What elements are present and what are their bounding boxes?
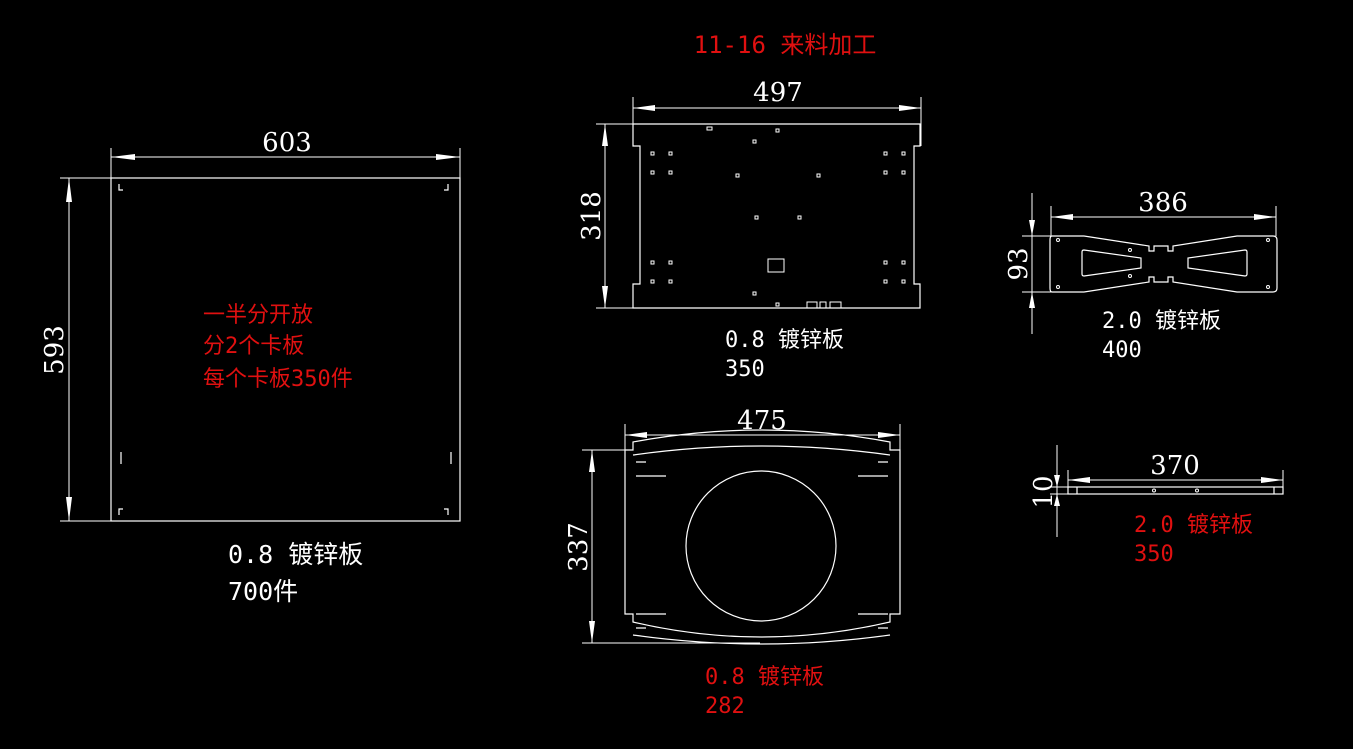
qty-label: 700件 <box>228 577 298 606</box>
note: 分2个卡板 <box>203 334 304 359</box>
dim-label: 318 <box>577 191 607 241</box>
dim-label: 497 <box>753 78 803 108</box>
material-label: 0.8 镀锌板 <box>228 540 363 569</box>
dim-label: 603 <box>262 128 312 158</box>
qty-label: 282 <box>705 694 745 719</box>
dim-height-3: 337 <box>564 449 760 644</box>
dim-width-3: 475 <box>624 406 901 450</box>
qty-label: 400 <box>1102 338 1142 363</box>
dim-label: 93 <box>1004 247 1034 280</box>
dim-height-2: 318 <box>577 123 633 309</box>
material-label: 0.8 镀锌板 <box>705 665 824 690</box>
dim-label: 10 <box>1029 475 1059 508</box>
part-4: 386 93 2.0 镀锌板 400 <box>1004 188 1278 363</box>
dim-label: 337 <box>564 522 594 572</box>
dim-label: 593 <box>40 325 70 375</box>
dim-height-4: 93 <box>1004 193 1052 334</box>
dim-height-5: 10 <box>1029 445 1068 537</box>
dim-width-2: 497 <box>632 78 922 146</box>
part-3-circle-cutout <box>685 470 837 622</box>
material-label: 2.0 镀锌板 <box>1134 513 1253 538</box>
part-4-outline <box>1049 235 1278 293</box>
qty-label: 350 <box>1134 542 1174 567</box>
dim-width-1: 603 <box>110 128 461 178</box>
dim-width-5: 370 <box>1067 451 1284 487</box>
dim-label: 386 <box>1138 188 1188 218</box>
part-2: 497 318 0.8 镀锌板 350 <box>577 78 922 382</box>
part-2-outline <box>632 123 921 309</box>
part-3-outline <box>624 429 901 638</box>
material-label: 0.8 镀锌板 <box>725 328 844 353</box>
part-5-outline <box>1067 486 1284 495</box>
part-2-holes <box>650 126 906 308</box>
material-label: 2.0 镀锌板 <box>1102 309 1221 334</box>
note: 一半分开放 <box>203 303 313 328</box>
part-1-slots <box>118 184 452 515</box>
dim-height-1: 593 <box>40 177 111 522</box>
part-1-outline <box>110 177 461 522</box>
dim-width-4: 386 <box>1050 188 1277 236</box>
dim-label: 475 <box>737 406 787 436</box>
part-1: 603 593 一半分开放 分2个卡板 每个卡板350件 0.8 镀锌板 700… <box>40 128 461 606</box>
part-3-slots <box>636 461 888 629</box>
part-5: 370 10 2.0 镀锌板 350 <box>1029 445 1284 567</box>
dim-label: 370 <box>1150 451 1200 481</box>
qty-label: 350 <box>725 357 765 382</box>
note: 每个卡板350件 <box>203 367 353 392</box>
drawing-title: 11-16 来料加工 <box>694 31 877 59</box>
part-3: 475 337 0.8 镀锌板 282 <box>564 406 901 719</box>
